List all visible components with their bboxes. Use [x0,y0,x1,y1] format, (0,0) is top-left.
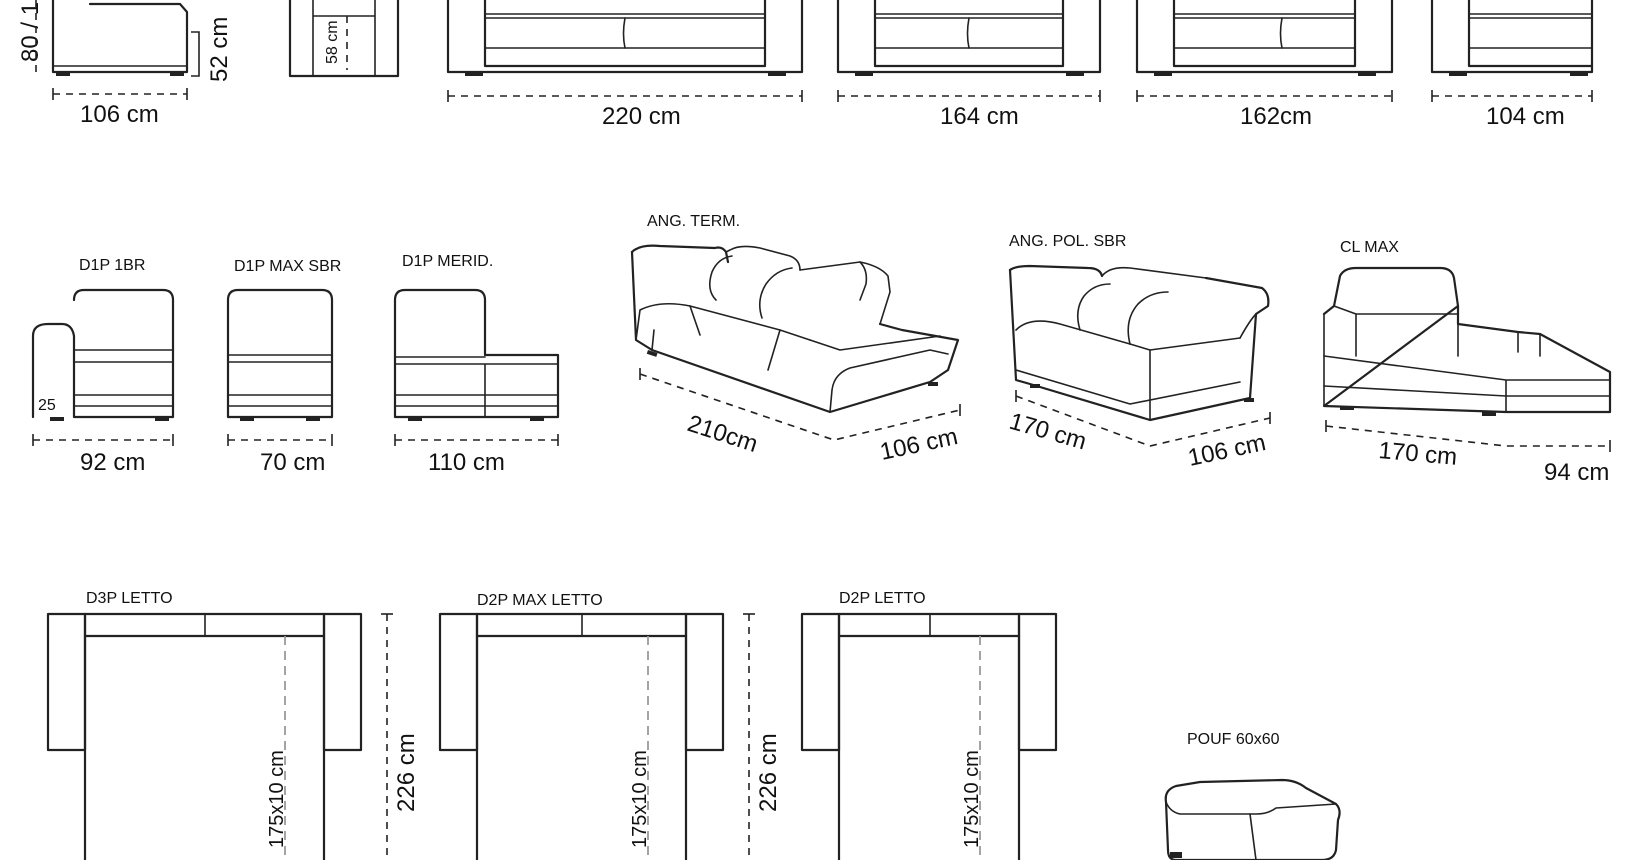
d1p-merid-label: D1P MERID. [402,253,493,270]
module-104-width-label: 104 cm [1486,103,1565,130]
ang-term-length-label: 210cm [684,410,761,458]
d2p-max-letto-bed: D2P MAX LETTO 175x10 cm 226 cm [438,592,782,860]
row1-module-1: 80 / 1 52 cm 106 cm [17,0,233,128]
d2p-letto-bed-label: 175x10 cm [961,750,983,848]
d2p-max-letto-label: D2P MAX LETTO [477,592,603,609]
cl-max-module: CL MAX 170 cm 94 cm [1322,239,1612,486]
row1-module-2: 58 cm [288,0,400,78]
d2p-max-letto-length-label: 226 cm [755,733,782,812]
d1p-merid-width-label: 110 cm [428,449,505,476]
d1p-max-sbr-module: D1P MAX SBR 70 cm [226,258,341,476]
d1p-max-sbr-label: D1P MAX SBR [234,258,341,275]
d2p-letto-bed: D2P LETTO 175x10 cm [800,590,1058,860]
d3p-letto-bed-label: 175x10 cm [266,750,288,848]
d3p-letto-length-label: 226 cm [393,733,420,812]
ang-pol-sbr-length-label: 170 cm [1006,408,1089,456]
d1p-1br-module: D1P 1BR 25 92 cm [31,257,175,476]
ang-pol-sbr-label: ANG. POL. SBR [1009,233,1126,250]
d3p-letto-bed: D3P LETTO 175x10 cm 226 cm [46,590,420,860]
module1-width-label: 106 cm [80,101,159,128]
cl-max-length-label: 170 cm [1377,437,1458,471]
pouf-60x60: POUF 60x60 [1164,731,1341,860]
sofa-162-width-label: 162cm [1240,103,1312,130]
d1p-1br-label: D1P 1BR [79,257,145,274]
row1-sofa-220: 220 cm [446,0,804,130]
row1-module-104: 104 cm [1430,0,1594,130]
cl-max-label: CL MAX [1340,239,1399,256]
row1-sofa-164: 164 cm [836,0,1102,130]
d1p-merid-module: D1P MERID. 110 cm [393,253,560,476]
sofa-220-width-label: 220 cm [602,103,681,130]
d1p-max-sbr-width-label: 70 cm [260,449,325,476]
ang-term-depth-label: 106 cm [878,423,961,466]
d1p-1br-width-label: 92 cm [80,449,145,476]
partial-height-label: 80 / 1 [17,2,44,62]
d2p-letto-label: D2P LETTO [839,590,926,607]
ang-pol-sbr-depth-label: 106 cm [1186,429,1269,472]
sofa-164-width-label: 164 cm [940,103,1019,130]
d2p-max-letto-bed-label: 175x10 cm [629,750,651,848]
module1-depth-label: 52 cm [206,17,233,82]
ang-term-label: ANG. TERM. [647,213,740,230]
row1-sofa-162: 162cm [1135,0,1394,130]
pouf-label: POUF 60x60 [1187,731,1280,748]
ang-pol-sbr-sofa: ANG. POL. SBR 170 cm 106 cm [1006,233,1271,472]
ang-term-sofa: ANG. TERM. 210cm 106 cm [630,213,961,466]
d1p-1br-extra-label: 25 [38,397,56,414]
module2-seat-label: 58 cm [324,20,341,64]
cl-max-depth-label: 94 cm [1544,459,1609,486]
d3p-letto-label: D3P LETTO [86,590,173,607]
